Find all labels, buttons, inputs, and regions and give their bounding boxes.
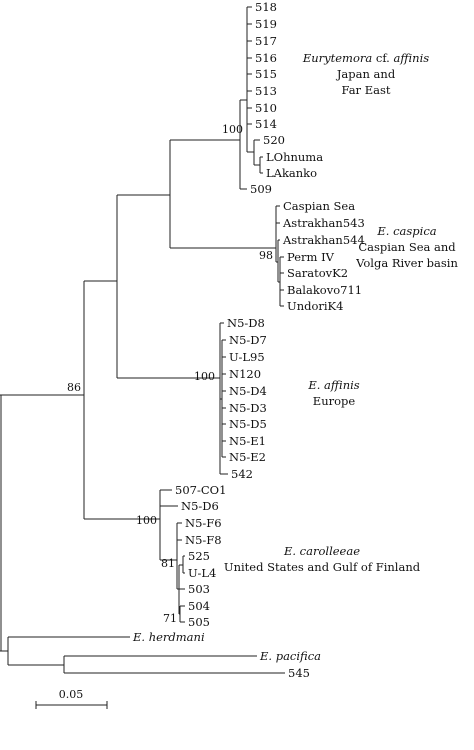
taxon-label: N5-D6 (181, 499, 219, 513)
bootstrap-value: 100 (136, 514, 157, 527)
taxon-label: UndoriK4 (287, 299, 343, 313)
clade-region: Japan and (336, 67, 396, 81)
taxon-label: 519 (255, 17, 277, 31)
taxon-label: N120 (229, 367, 261, 381)
scale-bar-label: 0.05 (59, 688, 84, 701)
taxon-label: 516 (255, 51, 277, 65)
clade-region: Volga River basin (355, 256, 458, 270)
taxon-label: LAkanko (266, 166, 317, 180)
taxon-label: E. pacifica (259, 649, 321, 663)
taxon-label: LOhnuma (266, 150, 323, 164)
taxon-label: 503 (188, 582, 210, 596)
clade-name: E. affinis (307, 378, 359, 392)
clade-region: Europe (313, 394, 356, 408)
clade-name: E. carolleeae (283, 544, 360, 558)
clade-region: United States and Gulf of Finland (224, 560, 421, 574)
taxon-label: 520 (263, 133, 285, 147)
taxon-label: N5-D3 (229, 401, 267, 415)
taxon-label: 505 (188, 615, 210, 629)
bootstrap-value: 86 (67, 381, 81, 394)
taxon-label: 545 (288, 666, 310, 680)
bootstrap-value: 100 (194, 370, 215, 383)
taxon-label: N5-E1 (229, 434, 266, 448)
clade-region: Caspian Sea and (358, 240, 456, 254)
taxon-label: 507-CO1 (175, 483, 226, 497)
taxon-label: U-L4 (188, 566, 216, 580)
taxon-label: 518 (255, 0, 277, 14)
taxon-label: 517 (255, 34, 277, 48)
clade-name: Eurytemora cf. affinis (302, 51, 429, 65)
taxon-label: 515 (255, 67, 277, 81)
taxon-label: SaratovK2 (287, 266, 348, 280)
taxon-label: U-L95 (229, 350, 265, 364)
taxon-label: Astrakhan544 (282, 233, 365, 247)
taxon-label: N5-D8 (227, 316, 265, 330)
taxon-label: 514 (255, 117, 277, 131)
taxon-label: N5-F8 (185, 533, 222, 547)
taxon-label: N5-F6 (185, 516, 222, 530)
taxon-label: Astrakhan543 (282, 216, 365, 230)
taxon-label: Perm IV (287, 250, 335, 264)
taxon-label: N5-D7 (229, 333, 267, 347)
bootstrap-value: 100 (222, 123, 243, 136)
clade-name: E. caspica (376, 224, 436, 238)
taxon-label: E. herdmani (132, 630, 205, 644)
taxon-label: 510 (255, 101, 277, 115)
taxon-label: N5-E2 (229, 450, 266, 464)
taxon-label: 504 (188, 599, 210, 613)
taxon-label: N5-D5 (229, 417, 267, 431)
taxon-label: Balakovo711 (287, 283, 362, 297)
tree-branches (0, 6, 285, 709)
taxon-label: Caspian Sea (283, 199, 355, 213)
taxon-label: N5-D4 (229, 384, 267, 398)
taxon-label: 513 (255, 84, 277, 98)
tree-labels: 518 519 517 516 515 513 510 514 520LOhnumaLAkank… (59, 0, 459, 701)
bootstrap-value: 81 (161, 557, 175, 570)
taxon-label: 509 (250, 182, 272, 196)
taxon-label: 525 (188, 549, 210, 563)
bootstrap-value: 98 (259, 249, 273, 262)
taxon-label: 542 (231, 467, 253, 481)
bootstrap-value: 71 (163, 612, 177, 625)
clade-region: Far East (342, 83, 391, 97)
